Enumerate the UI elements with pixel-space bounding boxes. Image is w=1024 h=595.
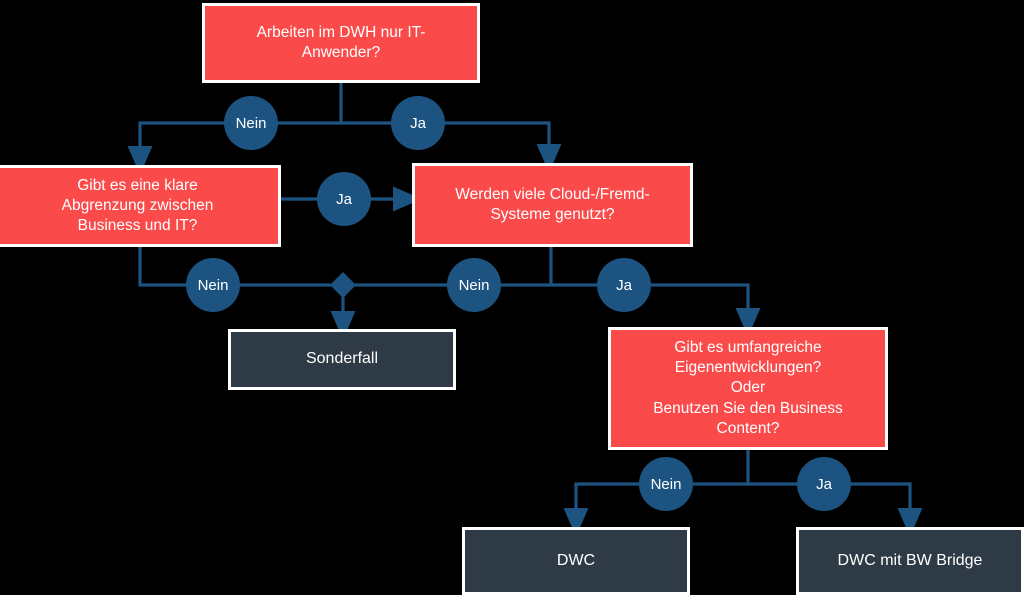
node-label: Gibt es eine klare Abgrenzung zwischen B… <box>61 176 214 235</box>
branch-badge-ja-abgrenzung[interactable]: Ja <box>317 172 371 226</box>
badge-label: Nein <box>197 276 229 294</box>
node-label: DWC mit BW Bridge <box>837 551 983 569</box>
badge-label: Ja <box>816 475 832 493</box>
edge-ja4-to-dwc-bw-bridge <box>851 482 923 537</box>
badge-label: Nein <box>235 114 267 132</box>
node-label: Sonderfall <box>305 350 379 368</box>
node-label: Werden viele Cloud-/Fremd- Systeme genut… <box>455 185 650 223</box>
edge-nein4-to-dwc <box>563 482 639 537</box>
node-label: Arbeiten im DWH nur IT- Anwender? <box>256 23 426 61</box>
branch-badge-nein-cloud[interactable]: Nein <box>447 258 501 312</box>
badge-label: Ja <box>410 114 426 132</box>
edge-ja3-to-eigenentwicklungen <box>651 283 761 337</box>
edge-nein-to-abgrenzung <box>127 121 224 175</box>
branch-badge-ja-eigenentwicklungen[interactable]: Ja <box>797 457 851 511</box>
decision-node-eigenentwicklungen[interactable]: Gibt es umfangreiche Eigenentwicklungen?… <box>608 327 888 450</box>
terminal-node-sonderfall[interactable]: Sonderfall <box>228 329 456 390</box>
badge-label: Ja <box>336 190 352 208</box>
branch-badge-nein-abgrenzung[interactable]: Nein <box>186 258 240 312</box>
branch-badge-ja-root[interactable]: Ja <box>391 96 445 150</box>
decision-node-cloud-fremd[interactable]: Werden viele Cloud-/Fremd- Systeme genut… <box>412 163 693 247</box>
node-label: Gibt es umfangreiche Eigenentwicklungen?… <box>653 339 843 437</box>
decision-node-it-anwender[interactable]: Arbeiten im DWH nur IT- Anwender? <box>202 3 480 83</box>
badge-label: Nein <box>458 276 490 294</box>
decision-node-abgrenzung[interactable]: Gibt es eine klare Abgrenzung zwischen B… <box>0 165 281 247</box>
badge-label: Nein <box>650 475 682 493</box>
junction-diamond <box>330 272 356 298</box>
branch-badge-nein-root[interactable]: Nein <box>224 96 278 150</box>
branch-badge-nein-eigenentwicklungen[interactable]: Nein <box>639 457 693 511</box>
edge-ja-to-cloud <box>445 121 562 173</box>
terminal-node-dwc[interactable]: DWC <box>462 527 690 595</box>
edge-abgrenzung-stem <box>138 247 186 287</box>
badge-label: Ja <box>616 276 632 294</box>
branch-badge-ja-cloud[interactable]: Ja <box>597 258 651 312</box>
terminal-node-dwc-bw-bridge[interactable]: DWC mit BW Bridge <box>796 527 1024 595</box>
node-label: DWC <box>556 551 596 569</box>
